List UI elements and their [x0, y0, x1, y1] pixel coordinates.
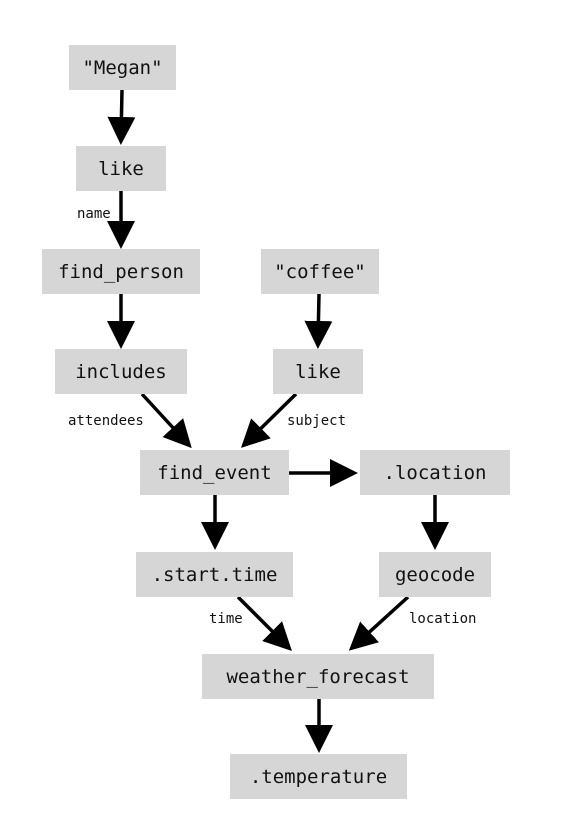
node-like-name: like [76, 146, 166, 191]
edge-label-name: name [77, 206, 111, 222]
edge-coffee-to-like [304, 293, 333, 349]
edge-start-time-to-weather [236, 595, 292, 651]
edge-includes-to-find-event [140, 392, 192, 449]
edge-label-subject: subject [287, 413, 347, 429]
node-weather-forecast: weather_forecast [202, 654, 434, 699]
node-find-person: find_person [42, 249, 200, 294]
node-coffee: "coffee" [261, 249, 379, 294]
node-like-subject: like [273, 349, 363, 394]
node-location: .location [360, 450, 510, 495]
edge-label-time: time [209, 611, 243, 627]
node-start-time: .start.time [136, 552, 293, 597]
node-temperature: .temperature [230, 754, 407, 799]
node-megan: "Megan" [69, 45, 176, 90]
edge-megan-to-like [107, 89, 136, 145]
edge-label-location: location [409, 611, 477, 627]
edge-label-attendees: attendees [68, 413, 144, 429]
node-geocode: geocode [379, 552, 491, 597]
edge-geocode-to-weather [348, 595, 410, 651]
edge-like-to-find-event [241, 392, 298, 448]
node-find-event: find_event [140, 450, 289, 495]
node-includes: includes [55, 349, 187, 394]
